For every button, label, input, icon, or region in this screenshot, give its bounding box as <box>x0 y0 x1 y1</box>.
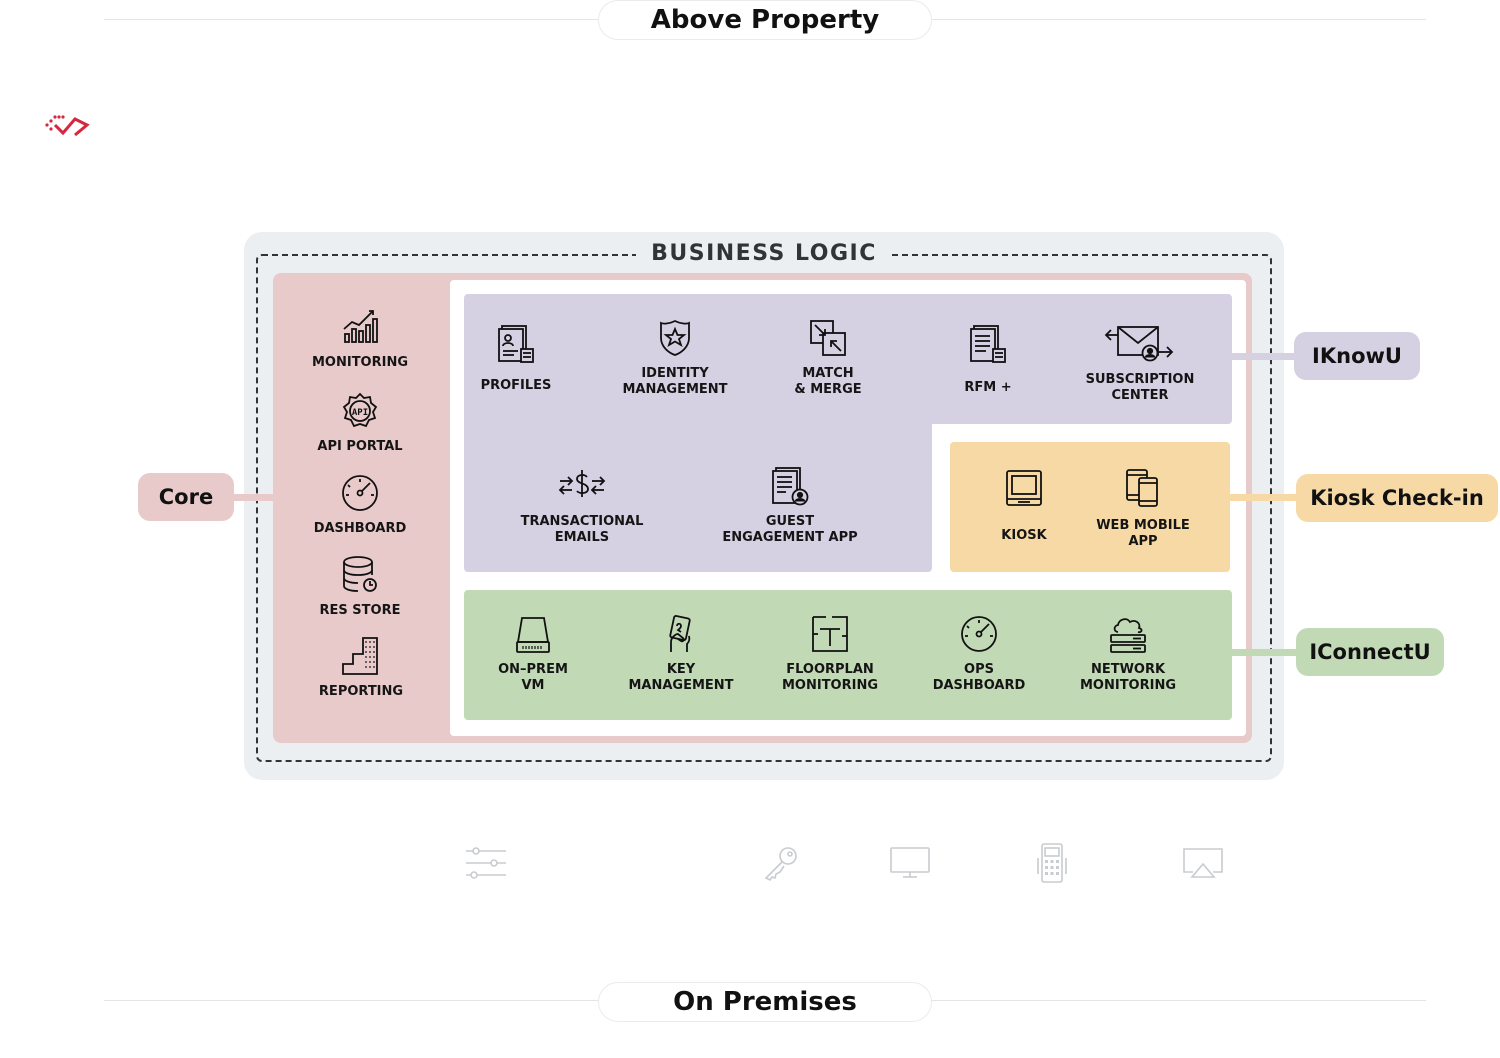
core-connector <box>232 494 274 501</box>
kiosk-item-kiosk: KIOSK <box>974 468 1074 544</box>
bar-chart-icon <box>343 310 378 343</box>
dollar-exchange-icon <box>558 470 606 497</box>
iconnectu-panel <box>464 590 1232 720</box>
hand-key-icon <box>669 615 691 652</box>
core-item-reporting: REPORTING <box>300 636 422 700</box>
business-logic-title: BUSINESS LOGIC <box>636 238 892 268</box>
iknowu-panel-bottom <box>464 420 932 572</box>
core-item-label: MONITORING <box>311 355 409 370</box>
iknowu-item-label: TRANSACTIONAL EMAILS <box>520 514 644 545</box>
floorplan-icon <box>812 616 848 652</box>
iknowu-item-label: SUBSCRIPTION CENTER <box>1085 372 1195 403</box>
monitor-icon <box>889 846 931 880</box>
iknowu-panel-top <box>464 294 1232 424</box>
iconnectu-item-floorplan-monitoring: FLOORPLAN MONITORING <box>770 614 890 694</box>
kiosk-item-web-mobile-app: WEB MOBILE APP <box>1086 466 1200 550</box>
document-list-icon <box>970 325 1006 363</box>
iconnectu-item-label: KEY MANAGEMENT <box>628 662 734 693</box>
stairs-chart-icon <box>342 637 378 675</box>
kiosk-connector <box>1230 494 1298 501</box>
cloud-server-icon <box>1110 618 1146 653</box>
iknowu-item-label: GUEST ENGAGEMENT APP <box>722 514 858 545</box>
iknowu-connector <box>1232 353 1296 360</box>
database-icon <box>343 556 377 592</box>
core-item-label: REPORTING <box>318 684 404 699</box>
merge-arrows-icon <box>810 320 846 356</box>
payment-terminal-icon <box>1036 842 1068 884</box>
iknowu-item-guest-engagement-app: GUEST ENGAGEMENT APP <box>710 466 870 546</box>
core-item-monitoring: MONITORING <box>300 307 420 371</box>
airplay-icon <box>1181 846 1225 880</box>
kiosk-checkin-tag[interactable]: Kiosk Check-in <box>1296 474 1498 522</box>
iconnectu-connector <box>1232 649 1296 656</box>
iconnectu-tag[interactable]: IConnectU <box>1296 628 1444 676</box>
core-item-res-store: RES STORE <box>300 555 420 619</box>
iconnectu-item-label: OPS DASHBOARD <box>932 662 1026 693</box>
iknowu-item-identity-management: IDENTITY MANAGEMENT <box>606 318 744 398</box>
api-gear-icon: API <box>342 392 378 428</box>
iconnectu-item-ops-dashboard: OPS DASHBOARD <box>919 614 1039 694</box>
iknowu-item-label: MATCH & MERGE <box>794 366 862 397</box>
kiosk-terminal-icon <box>1006 470 1042 506</box>
core-item-api-portal: API API PORTAL <box>300 391 420 455</box>
on-premises-title: On Premises <box>598 982 932 1022</box>
iknowu-item-label: IDENTITY MANAGEMENT <box>622 366 728 397</box>
iknowu-item-transactional-emails: TRANSACTIONAL EMAILS <box>508 466 656 546</box>
iconnectu-item-network-monitoring: NETWORK MONITORING <box>1064 614 1192 694</box>
envelope-user-icon <box>1104 326 1174 362</box>
iknowu-item-label: PROFILES <box>480 378 552 393</box>
kiosk-item-label: WEB MOBILE APP <box>1096 518 1190 549</box>
core-item-label: API PORTAL <box>317 439 403 454</box>
iconnectu-item-label: ON–PREM VM <box>498 662 568 693</box>
core-tag[interactable]: Core <box>138 473 234 521</box>
iknowu-item-subscription-center: SUBSCRIPTION CENTER <box>1072 322 1208 404</box>
iconnectu-item-key-management: KEY MANAGEMENT <box>612 614 750 694</box>
core-item-dashboard: DASHBOARD <box>300 473 420 537</box>
above-property-title: Above Property <box>598 0 932 40</box>
server-drive-icon <box>516 617 550 653</box>
profile-document-icon <box>498 325 534 363</box>
mobile-devices-icon <box>1126 469 1158 507</box>
core-item-label: DASHBOARD <box>313 521 407 536</box>
iknowu-item-profiles: PROFILES <box>466 324 566 394</box>
iknowu-item-match-merge: MATCH & MERGE <box>778 318 878 398</box>
key-icon <box>762 844 800 882</box>
iconnectu-item-label: NETWORK MONITORING <box>1079 662 1177 693</box>
gauge-icon <box>342 475 378 511</box>
badge-star-icon <box>660 319 690 356</box>
iknowu-item-rfm: RFM + <box>938 324 1038 396</box>
document-user-icon <box>772 467 809 506</box>
iknowu-tag[interactable]: IKnowU <box>1294 332 1420 380</box>
sliders-icon <box>464 846 508 880</box>
svg-text:API: API <box>352 408 368 418</box>
brand-logo-icon <box>44 112 90 138</box>
gauge-icon <box>961 616 997 652</box>
kiosk-item-label: KIOSK <box>1001 528 1047 543</box>
iknowu-item-label: RFM + <box>964 380 1012 395</box>
iconnectu-item-label: FLOORPLAN MONITORING <box>781 662 879 693</box>
core-item-label: RES STORE <box>319 603 401 618</box>
iconnectu-item-on-prem-vm: ON–PREM VM <box>483 614 583 694</box>
kiosk-checkin-panel <box>950 442 1230 572</box>
